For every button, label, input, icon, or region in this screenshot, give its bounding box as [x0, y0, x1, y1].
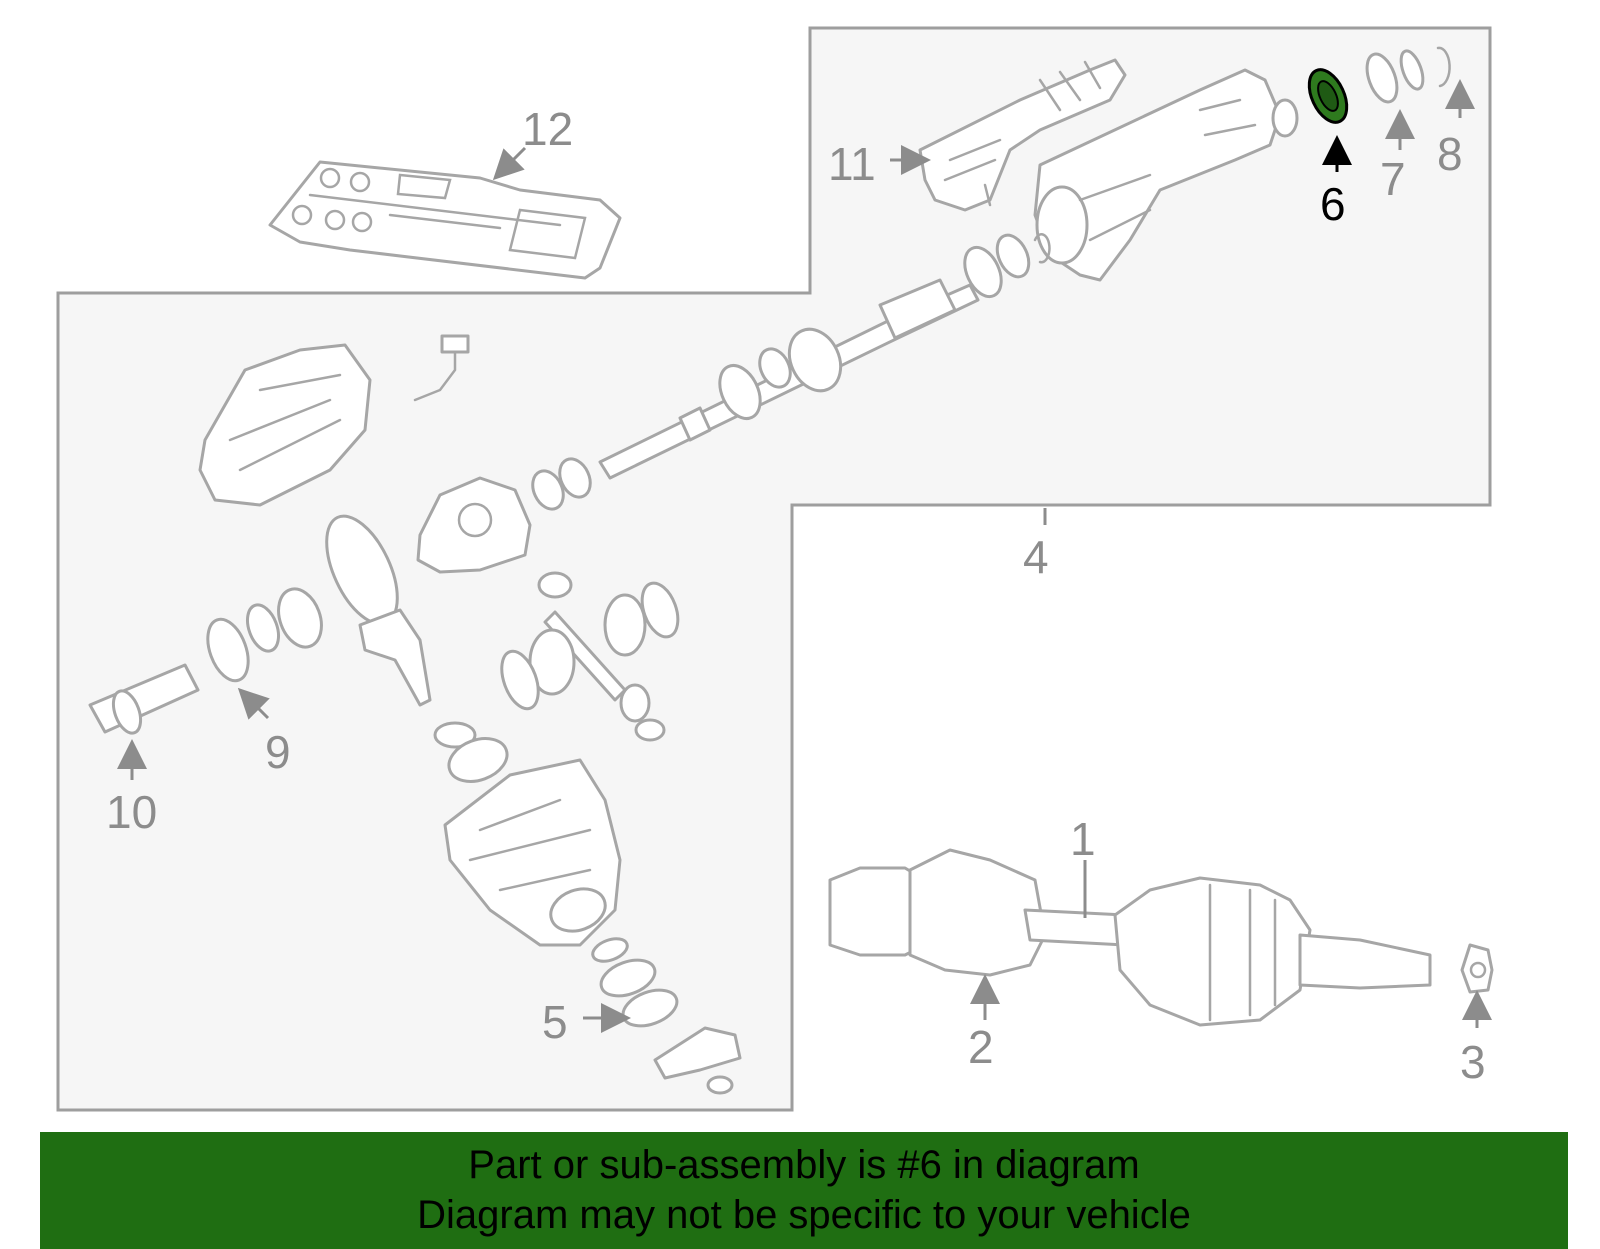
diff-carrier	[416, 476, 532, 574]
part-6-seal	[1307, 68, 1349, 124]
part-7-washer	[1365, 49, 1425, 104]
info-banner: Part or sub-assembly is #6 in diagram Di…	[40, 1132, 1568, 1249]
part-9-seal	[206, 617, 250, 683]
diff-cover	[198, 343, 372, 507]
part-5-seal-stack	[591, 937, 742, 1095]
diff-housing	[443, 758, 622, 947]
callout-1: 1	[1070, 813, 1096, 865]
callout-6: 6	[1320, 178, 1346, 230]
arrow-9	[237, 687, 270, 720]
subassembly-box	[56, 26, 1492, 1112]
callout-2: 2	[968, 1021, 994, 1073]
callout-12: 12	[522, 103, 573, 155]
callout-5: 5	[542, 996, 568, 1048]
callout-3: 3	[1460, 1036, 1486, 1088]
ring-gear-pinion	[325, 514, 432, 707]
part-3-axle-nut	[1460, 943, 1494, 994]
part-12-skid-plate	[268, 160, 622, 280]
arrow-12	[492, 146, 527, 181]
callout-8: 8	[1437, 128, 1463, 180]
spider-gears	[500, 571, 680, 742]
parts-diagram: 12 11 6 7 8 4 9 10 5 1 2 3	[56, 26, 1494, 1112]
breather-tube	[413, 334, 470, 402]
banner-line-2: Diagram may not be specific to your vehi…	[417, 1193, 1191, 1237]
callout-7: 7	[1380, 153, 1406, 205]
pinion-bearings	[245, 587, 509, 783]
callout-9: 9	[265, 726, 291, 778]
part-11-actuator	[918, 58, 1127, 212]
callout-4: 4	[1023, 531, 1049, 583]
banner-line-1: Part or sub-assembly is #6 in diagram	[468, 1143, 1140, 1187]
callout-11: 11	[828, 138, 876, 190]
part-10-flange	[88, 663, 200, 735]
part-1-halfshaft	[828, 848, 1432, 1027]
callout-10: 10	[106, 786, 157, 838]
part-8-snap-ring	[1436, 46, 1451, 88]
part-4-intermediate-shaft	[531, 233, 1051, 511]
